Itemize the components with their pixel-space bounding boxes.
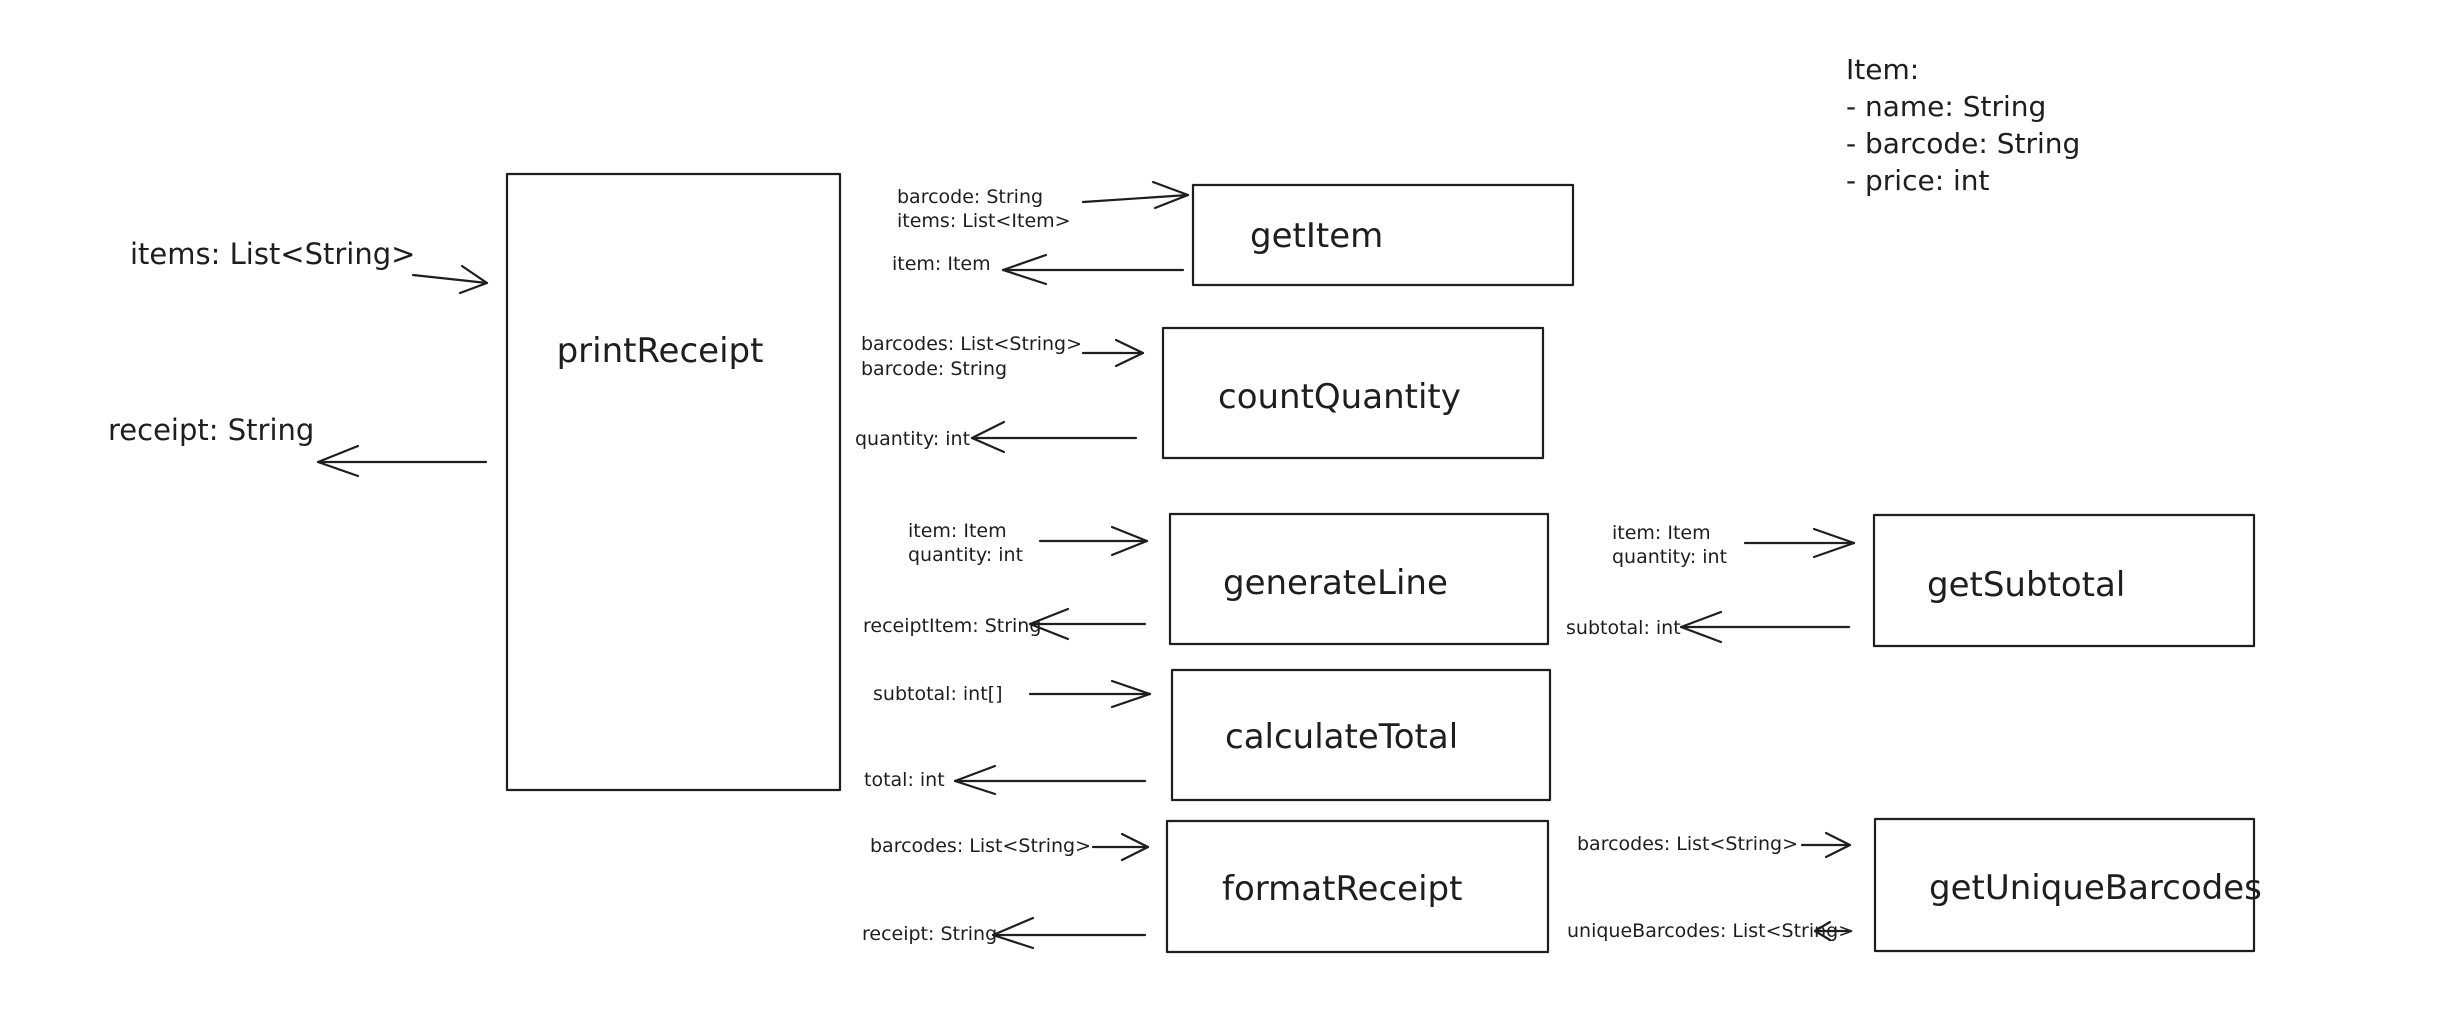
calculate-total-input: subtotal: int[] (873, 683, 1002, 705)
get-unique-barcodes-output: uniqueBarcodes: List<String> (1567, 920, 1854, 942)
generate-line-label: generateLine (1223, 563, 1448, 603)
item-model-field-name: - name: String (1846, 90, 2046, 123)
generate-line-input-2: quantity: int (908, 544, 1023, 566)
count-quantity-output: quantity: int (855, 428, 970, 450)
item-model-title: Item: (1846, 53, 1919, 86)
get-item-output: item: Item (892, 253, 991, 275)
count-quantity-output-arrow (970, 420, 1138, 454)
count-quantity-input-1: barcodes: List<String> (861, 333, 1082, 355)
get-item-box: getItem (1191, 183, 1575, 287)
generate-line-box: generateLine (1168, 512, 1550, 646)
get-item-label: getItem (1250, 216, 1383, 256)
format-receipt-output-arrow (991, 916, 1147, 950)
calculate-total-output-arrow (953, 764, 1147, 796)
get-subtotal-label: getSubtotal (1927, 565, 2125, 605)
main-input-label: items: List<String> (130, 237, 415, 271)
get-subtotal-output-arrow (1679, 610, 1851, 644)
get-unique-barcodes-input-arrow (1800, 831, 1852, 859)
print-receipt-label: printReceipt (557, 331, 764, 371)
get-subtotal-input-1: item: Item (1612, 522, 1711, 544)
get-unique-barcodes-output-arrow (1813, 920, 1850, 942)
get-unique-barcodes-input: barcodes: List<String> (1577, 833, 1798, 855)
count-quantity-box: countQuantity (1161, 326, 1545, 460)
get-unique-barcodes-label: getUniqueBarcodes (1929, 868, 2262, 908)
format-receipt-input: barcodes: List<String> (870, 835, 1091, 857)
count-quantity-input-arrow (1081, 338, 1145, 368)
calculate-total-label: calculateTotal (1225, 717, 1458, 757)
generate-line-input-1: item: Item (908, 520, 1007, 542)
format-receipt-box: formatReceipt (1165, 819, 1550, 954)
item-model-note: Item: - name: String - barcode: String -… (1846, 53, 2080, 197)
print-receipt-box: printReceipt (505, 172, 842, 792)
get-item-rect (1191, 183, 1575, 287)
get-subtotal-input-2: quantity: int (1612, 546, 1727, 568)
get-item-output-arrow (1001, 253, 1185, 286)
get-item-input-1: barcode: String (897, 186, 1043, 208)
print-receipt-rect (505, 172, 842, 792)
format-receipt-rect (1165, 819, 1550, 954)
item-model-field-price: - price: int (1846, 164, 1990, 197)
generate-line-output-arrow (1028, 607, 1147, 641)
get-subtotal-output: subtotal: int (1566, 617, 1681, 639)
calculate-total-rect (1170, 668, 1552, 802)
generate-line-rect (1168, 512, 1550, 646)
format-receipt-label: formatReceipt (1222, 869, 1462, 909)
get-subtotal-box: getSubtotal (1872, 513, 2256, 648)
main-output-label: receipt: String (108, 413, 314, 447)
format-receipt-output: receipt: String (862, 923, 997, 945)
get-unique-barcodes-box: getUniqueBarcodes (1873, 817, 2262, 953)
get-item-input-arrow (1081, 180, 1190, 210)
main-output-arrow (316, 444, 488, 478)
get-subtotal-rect (1872, 513, 2256, 648)
main-input-arrow (411, 264, 489, 295)
generate-line-output: receiptItem: String (863, 615, 1041, 637)
count-quantity-label: countQuantity (1218, 377, 1461, 417)
count-quantity-input-2: barcode: String (861, 358, 1007, 380)
get-unique-barcodes-rect (1873, 817, 2256, 953)
calculate-total-input-arrow (1028, 679, 1152, 709)
get-subtotal-input-arrow (1743, 527, 1856, 559)
get-item-input-2: items: List<Item> (897, 210, 1071, 232)
calculate-total-box: calculateTotal (1170, 668, 1552, 802)
format-receipt-input-arrow (1091, 832, 1150, 862)
item-model-field-barcode: - barcode: String (1846, 127, 2080, 160)
generate-line-input-arrow (1038, 525, 1149, 557)
count-quantity-rect (1161, 326, 1545, 460)
calculate-total-output: total: int (864, 769, 945, 791)
